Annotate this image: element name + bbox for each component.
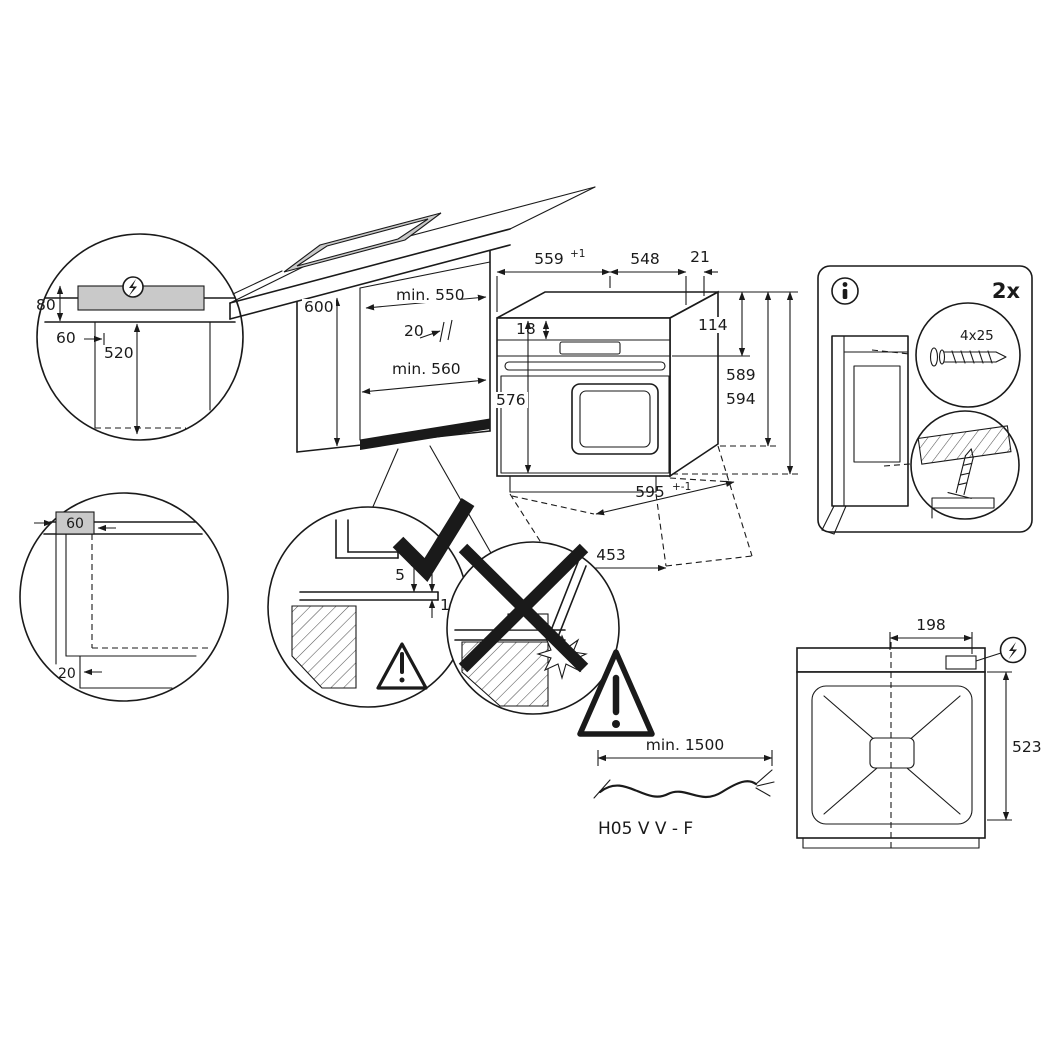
- dim-80-label: 80: [36, 296, 56, 314]
- dim-600-label: 600: [304, 298, 334, 316]
- screw-size-label: 4x25: [960, 328, 994, 344]
- worktop-wood-section: [291, 605, 357, 689]
- dim-594-label: 594: [726, 390, 756, 408]
- cable-curve: [598, 780, 758, 798]
- kitchen-unit-view: 600 min. 550 20 min. 560: [229, 186, 596, 554]
- exclamation-icon: [612, 674, 620, 728]
- rear-connection-view: 198 523: [796, 616, 1042, 850]
- quantity-label: 2x: [992, 279, 1021, 303]
- dim-min560-label: min. 560: [392, 360, 461, 378]
- warning-triangle-icon: [376, 642, 428, 690]
- door-window: [571, 383, 659, 455]
- checkmark-icon: [392, 498, 475, 583]
- plinth-clearance-detail: 60 20: [19, 492, 229, 702]
- dim-595-tol: +-1: [672, 481, 691, 493]
- dim-589-label: 589: [726, 366, 756, 384]
- warning-triangle: [577, 649, 655, 737]
- accessory-panel: 2x 4x25: [817, 265, 1033, 535]
- oven-display: [559, 341, 621, 355]
- plinth-shadow: [360, 419, 490, 450]
- cable-length-label: min. 1500: [646, 736, 725, 754]
- cable-type-label: H05 V V - F: [598, 819, 693, 839]
- dim-21-label: 21: [690, 248, 710, 266]
- worktop-section-detail: 80 60 520: [36, 233, 283, 441]
- screw-icon: [929, 347, 1007, 367]
- power-cable-spec: min. 1500 H05 V V - F: [593, 736, 775, 839]
- lightning-bolt-icon: [999, 636, 1027, 664]
- dim-559-tol: +1: [570, 248, 585, 260]
- oven-side-view: [821, 335, 911, 535]
- dim-20-label: 20: [404, 322, 424, 340]
- info-icon: [831, 277, 859, 305]
- bracket-fixing-detail: [910, 410, 1020, 520]
- dim-114-label: 114: [698, 316, 728, 334]
- wood-section: [461, 641, 549, 707]
- back-panel: [811, 685, 973, 825]
- cross-icon: [458, 543, 589, 673]
- dim-1-label: 1: [440, 596, 450, 614]
- terminal-box: [945, 655, 977, 670]
- dim-548-label: 548: [630, 250, 660, 268]
- oven-door: [500, 375, 670, 474]
- lightning-bolt-icon: [122, 276, 144, 298]
- fixing-bracket: [931, 497, 995, 509]
- side-gap-highlight: [55, 511, 95, 535]
- screw-detail: 4x25: [915, 302, 1021, 408]
- mounting-gap-detail: 5 1: [267, 498, 475, 708]
- dim-198-label: 198: [916, 616, 946, 634]
- dim-453-label: 453: [596, 546, 626, 564]
- dim-520-label: 520: [104, 344, 134, 362]
- dim-60-label: 60: [56, 329, 76, 347]
- oven-handle: [504, 361, 666, 371]
- dim-5-label: 5: [395, 566, 405, 584]
- dim-min550-label: min. 550: [396, 286, 465, 304]
- dim-576-label: 576: [496, 391, 526, 409]
- dim-523-label: 523: [1012, 738, 1042, 756]
- cable-wires: [755, 769, 775, 797]
- dim-595-label: 595: [635, 483, 665, 501]
- wood-section: [917, 425, 1012, 465]
- dim-60-side-label: 60: [66, 516, 84, 532]
- fixing-screw-icon: [947, 448, 974, 499]
- dim-18-label: 18: [516, 320, 536, 338]
- oven-dimension-view: 559 +1 548 21 18 114 589 594 576 595 +-1: [494, 248, 798, 572]
- dim-20-recess-label: 20: [58, 666, 76, 682]
- spark-icon: [536, 634, 588, 681]
- dim-559-label: 559: [534, 250, 564, 268]
- incorrect-mounting-detail: [446, 541, 620, 715]
